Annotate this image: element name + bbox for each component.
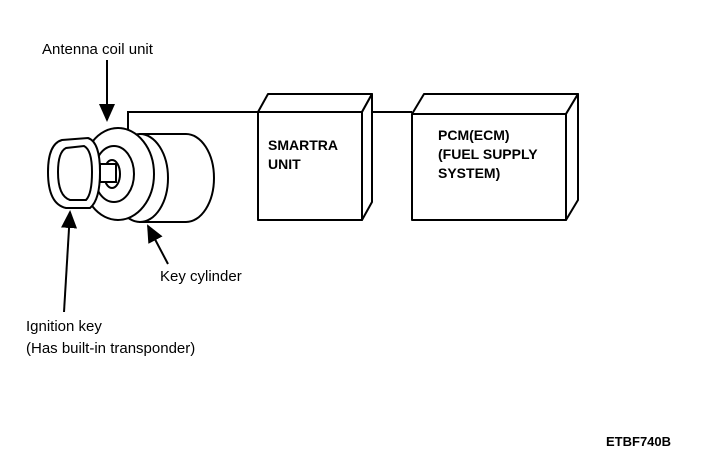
pcm-label-line3: SYSTEM): [438, 165, 501, 181]
ignition-key-sublabel: (Has built-in transponder): [26, 340, 196, 357]
smartra-unit-box: [257, 93, 373, 221]
antenna-coil-unit-label: Antenna coil unit: [42, 41, 153, 58]
smartra-label-line2: UNIT: [268, 156, 301, 172]
ignition-key-label: Ignition key: [26, 318, 102, 335]
pcm-label-line1: PCM(ECM): [438, 127, 510, 143]
figure-code: ETBF740B: [606, 434, 672, 449]
pcm-ecm-box: [411, 93, 579, 221]
ignition-key: [46, 136, 117, 209]
smartra-label-line1: SMARTRA: [268, 137, 338, 153]
coil-to-smartra-wire: [127, 111, 258, 129]
ignition-key-arrow: [61, 210, 78, 313]
key-cylinder-label: Key cylinder: [160, 268, 242, 285]
pcm-label-line2: (FUEL SUPPLY: [438, 146, 538, 162]
key-cylinder-arrow: [147, 224, 169, 265]
